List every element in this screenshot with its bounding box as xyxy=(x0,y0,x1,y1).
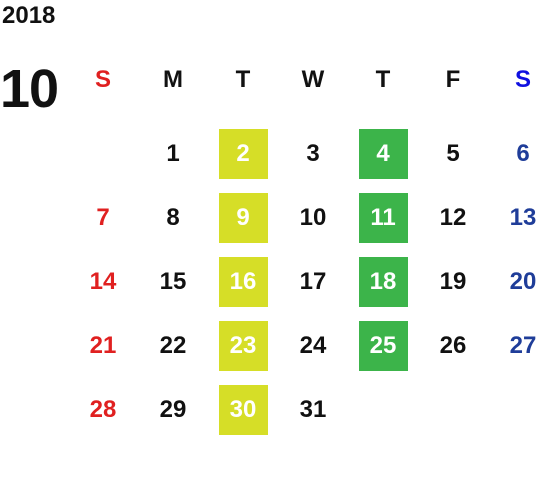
day-number xyxy=(359,385,408,435)
day-number: 12 xyxy=(439,204,467,231)
day-cell: 10 xyxy=(278,186,348,250)
day-cell: 19 xyxy=(418,250,488,314)
day-cell: 16 xyxy=(208,250,278,314)
day-cell: 22 xyxy=(138,314,208,378)
day-cell: 8 xyxy=(138,186,208,250)
day-number: 3 xyxy=(306,140,320,167)
weekday-header-friday: F xyxy=(445,66,461,93)
day-number: 30 xyxy=(218,385,268,435)
month-number: 10 xyxy=(0,59,59,119)
day-cell: 1 xyxy=(138,122,208,186)
day-number: 10 xyxy=(299,204,327,231)
day-cell: 27 xyxy=(488,314,548,378)
day-number: 14 xyxy=(89,268,117,295)
day-number: 7 xyxy=(96,204,110,231)
year-label: 2018 xyxy=(2,2,56,29)
day-cell: 17 xyxy=(278,250,348,314)
empty-day-cell xyxy=(488,378,548,442)
day-number: 31 xyxy=(299,396,327,423)
day-number: 4 xyxy=(358,129,408,179)
day-cell: 3 xyxy=(278,122,348,186)
day-number: 5 xyxy=(446,140,460,167)
day-number xyxy=(429,385,478,435)
empty-day-cell xyxy=(418,378,488,442)
day-cell: 2 xyxy=(208,122,278,186)
day-number: 9 xyxy=(218,193,268,243)
weekday-header-sunday: S xyxy=(94,66,111,93)
day-cell: 4 xyxy=(348,122,418,186)
day-cell: 20 xyxy=(488,250,548,314)
empty-day-cell xyxy=(348,378,418,442)
weekday-header-wednesday: W xyxy=(301,66,325,93)
day-cell: 13 xyxy=(488,186,548,250)
day-cell: 21 xyxy=(68,314,138,378)
day-number: 2 xyxy=(218,129,268,179)
day-number: 11 xyxy=(358,193,408,243)
day-number: 23 xyxy=(218,321,268,371)
day-cell: 7 xyxy=(68,186,138,250)
day-number: 21 xyxy=(89,332,117,359)
day-cell: 15 xyxy=(138,250,208,314)
day-number: 20 xyxy=(509,268,537,295)
day-number xyxy=(499,385,548,435)
weekday-header-tuesday: T xyxy=(235,66,251,93)
day-cell: 24 xyxy=(278,314,348,378)
weekday-header-thursday: T xyxy=(375,66,391,93)
day-cell: 9 xyxy=(208,186,278,250)
day-number: 25 xyxy=(358,321,408,371)
day-number: 15 xyxy=(159,268,187,295)
day-number: 1 xyxy=(166,140,180,167)
day-number: 22 xyxy=(159,332,187,359)
day-cell: 6 xyxy=(488,122,548,186)
day-number: 17 xyxy=(299,268,327,295)
day-cell: 30 xyxy=(208,378,278,442)
day-cell: 18 xyxy=(348,250,418,314)
day-number: 24 xyxy=(299,332,327,359)
day-cell: 28 xyxy=(68,378,138,442)
empty-day-cell xyxy=(68,122,138,186)
weekday-header-monday: M xyxy=(163,66,183,93)
day-number xyxy=(79,129,128,179)
day-number: 19 xyxy=(439,268,467,295)
day-cell: 14 xyxy=(68,250,138,314)
day-cell: 25 xyxy=(348,314,418,378)
day-number: 16 xyxy=(218,257,268,307)
day-number: 27 xyxy=(509,332,537,359)
day-number: 29 xyxy=(159,396,187,423)
day-cell: 12 xyxy=(418,186,488,250)
day-cell: 29 xyxy=(138,378,208,442)
day-number: 26 xyxy=(439,332,467,359)
weekday-header-saturday: S xyxy=(514,66,531,93)
day-number: 13 xyxy=(509,204,537,231)
day-number: 8 xyxy=(166,204,180,231)
day-number: 6 xyxy=(516,140,530,167)
day-cell: 11 xyxy=(348,186,418,250)
day-cell: 31 xyxy=(278,378,348,442)
day-cell: 5 xyxy=(418,122,488,186)
day-number: 28 xyxy=(89,396,117,423)
day-number: 18 xyxy=(358,257,408,307)
day-cell: 26 xyxy=(418,314,488,378)
day-cell: 23 xyxy=(208,314,278,378)
